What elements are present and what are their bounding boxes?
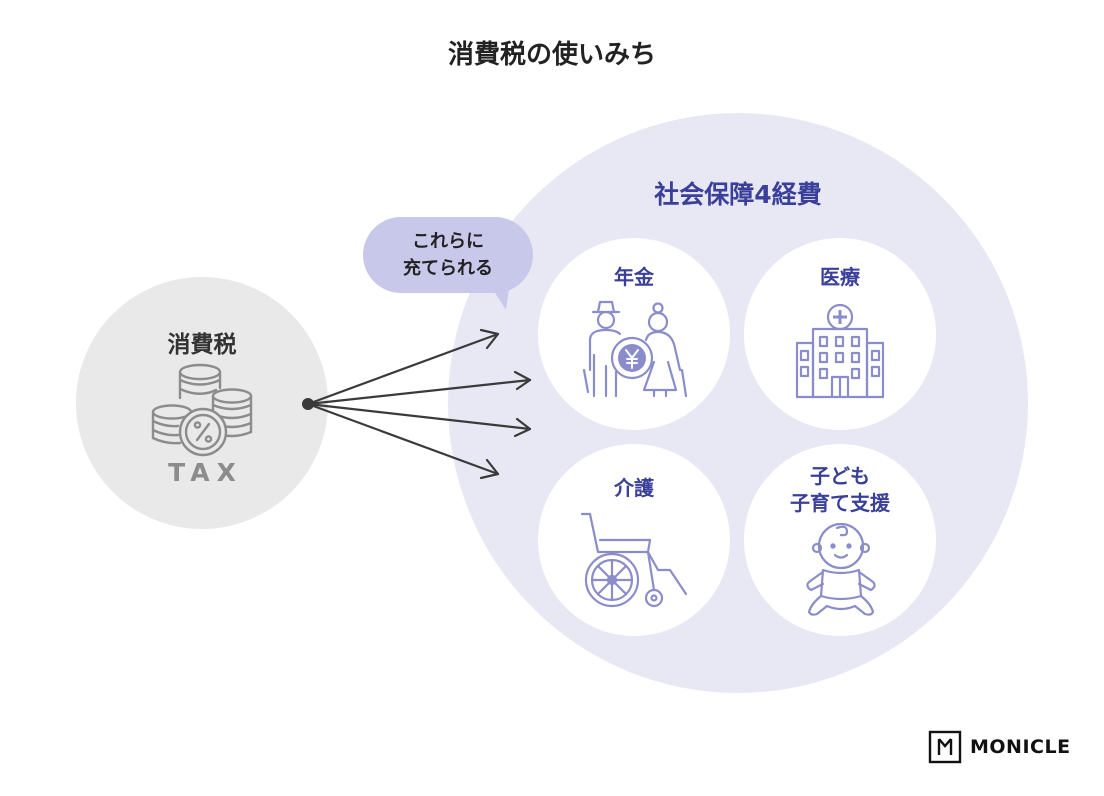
arrow-line-1 (306, 332, 500, 406)
tax-icon-text: TAX (168, 458, 243, 487)
bubble-line-2: 充てられる (403, 258, 493, 279)
care-label: 介護 (614, 476, 654, 500)
elderly-couple-yen-icon (582, 300, 688, 398)
diagram-title: 消費税の使いみち (447, 40, 656, 70)
bubble-line-1: これらに (412, 231, 484, 252)
monicle-logo-icon (928, 730, 962, 764)
childcare-circle (744, 444, 936, 636)
childcare-label-line-2: 子育て支援 (790, 491, 890, 515)
arrow-head-3 (513, 417, 532, 438)
arrow-line-4 (306, 402, 500, 476)
tax-label: 消費税 (167, 332, 237, 358)
childcare-label-line-1: 子ども (810, 464, 870, 488)
medical-label: 医療 (820, 265, 860, 289)
arrow-line-2 (306, 378, 532, 406)
social-security-title: 社会保障4経費 (654, 180, 822, 209)
arrow-line-3 (306, 402, 532, 431)
childcare-label: 子ども 子育て支援 (744, 463, 936, 517)
wheelchair-icon (580, 512, 688, 608)
tax-circle (76, 277, 328, 529)
arrow-origin-dot (302, 398, 314, 410)
pension-circle (538, 238, 730, 430)
arrow-head-1 (479, 328, 500, 350)
speech-bubble: これらに 充てられる (363, 217, 533, 293)
arrow-head-4 (479, 458, 500, 480)
hospital-icon (795, 303, 885, 399)
pension-label: 年金 (614, 265, 654, 289)
coins-percent-icon (151, 363, 253, 457)
arrow-head-2 (513, 370, 532, 391)
social-security-circle (448, 113, 1028, 693)
monicle-logo: MONICLE (928, 730, 1071, 764)
logo-text: MONICLE (970, 736, 1071, 758)
baby-icon (806, 522, 876, 616)
